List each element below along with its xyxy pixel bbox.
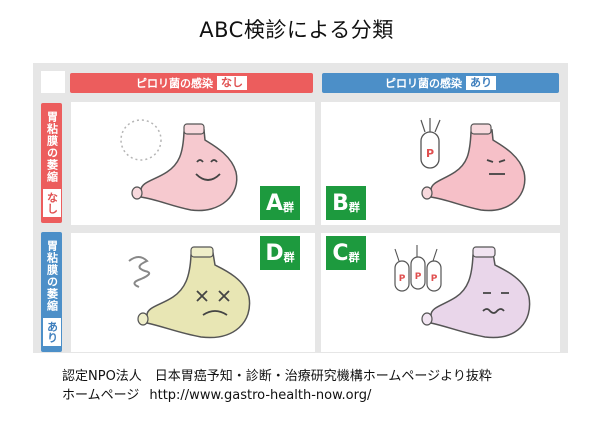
column-header-pylori-negative: ピロリ菌の感染 なし bbox=[70, 73, 313, 93]
stomach-icon bbox=[430, 252, 531, 339]
svg-text:P: P bbox=[431, 274, 438, 284]
source-line: 認定NPO法人 日本胃癌予知・診断・治療研究機構ホームページより抜粋 bbox=[62, 369, 492, 384]
atrophic-stomach-illustration bbox=[128, 246, 251, 339]
bacteria-letter: P bbox=[426, 147, 434, 160]
homepage-url: http://www.gastro-health-now.org/ bbox=[149, 388, 372, 403]
wavy-mouth-icon bbox=[482, 308, 505, 314]
column-header-label: ピロリ菌の感染 bbox=[136, 77, 213, 90]
stomach-icon bbox=[430, 129, 526, 212]
homepage-label: ホームページ bbox=[62, 388, 140, 403]
column-header-tag: なし bbox=[217, 76, 247, 90]
column-header-tag: あり bbox=[466, 76, 496, 90]
stomach-icon bbox=[140, 129, 238, 212]
row-header-atrophy-negative: 胃粘膜の萎縮 なし bbox=[41, 103, 62, 223]
pylori-bacteria-icon: P P P bbox=[394, 245, 442, 292]
grid-corner bbox=[41, 71, 65, 93]
source-credit: 認定NPO法人 日本胃癌予知・診断・治療研究機構ホームページより抜粋 ホームペー… bbox=[62, 367, 492, 405]
worried-eyes-icon bbox=[486, 159, 506, 163]
row-header-label: 胃粘膜の萎縮 bbox=[45, 240, 59, 312]
row-header-tag: あり bbox=[42, 318, 61, 346]
infected-stomach-illustration: P bbox=[420, 118, 526, 212]
smiling-eyes-icon bbox=[196, 159, 218, 163]
page-title: ABC検診による分類 bbox=[199, 18, 394, 42]
pylori-bacteria-icon: P bbox=[420, 118, 441, 169]
stomach-icon bbox=[146, 252, 251, 339]
column-header-label: ピロリ菌の感染 bbox=[385, 77, 462, 90]
healthy-stomach-illustration bbox=[120, 119, 238, 212]
svg-text:P: P bbox=[399, 274, 406, 284]
row-header-label: 胃粘膜の萎縮 bbox=[45, 111, 59, 183]
scribble-cloud-icon bbox=[128, 256, 151, 288]
empty-circle-icon bbox=[120, 119, 162, 161]
svg-text:P: P bbox=[415, 272, 422, 282]
x-eyes-icon bbox=[196, 290, 230, 302]
column-header-pylori-positive: ピロリ菌の感染 あり bbox=[322, 73, 559, 93]
row-header-atrophy-positive: 胃粘膜の萎縮 あり bbox=[41, 232, 62, 352]
row-header-tag: なし bbox=[42, 189, 61, 217]
frown-icon bbox=[202, 310, 228, 316]
infected-atrophic-stomach-illustration: P P P bbox=[394, 245, 531, 339]
smile-icon bbox=[195, 173, 221, 181]
